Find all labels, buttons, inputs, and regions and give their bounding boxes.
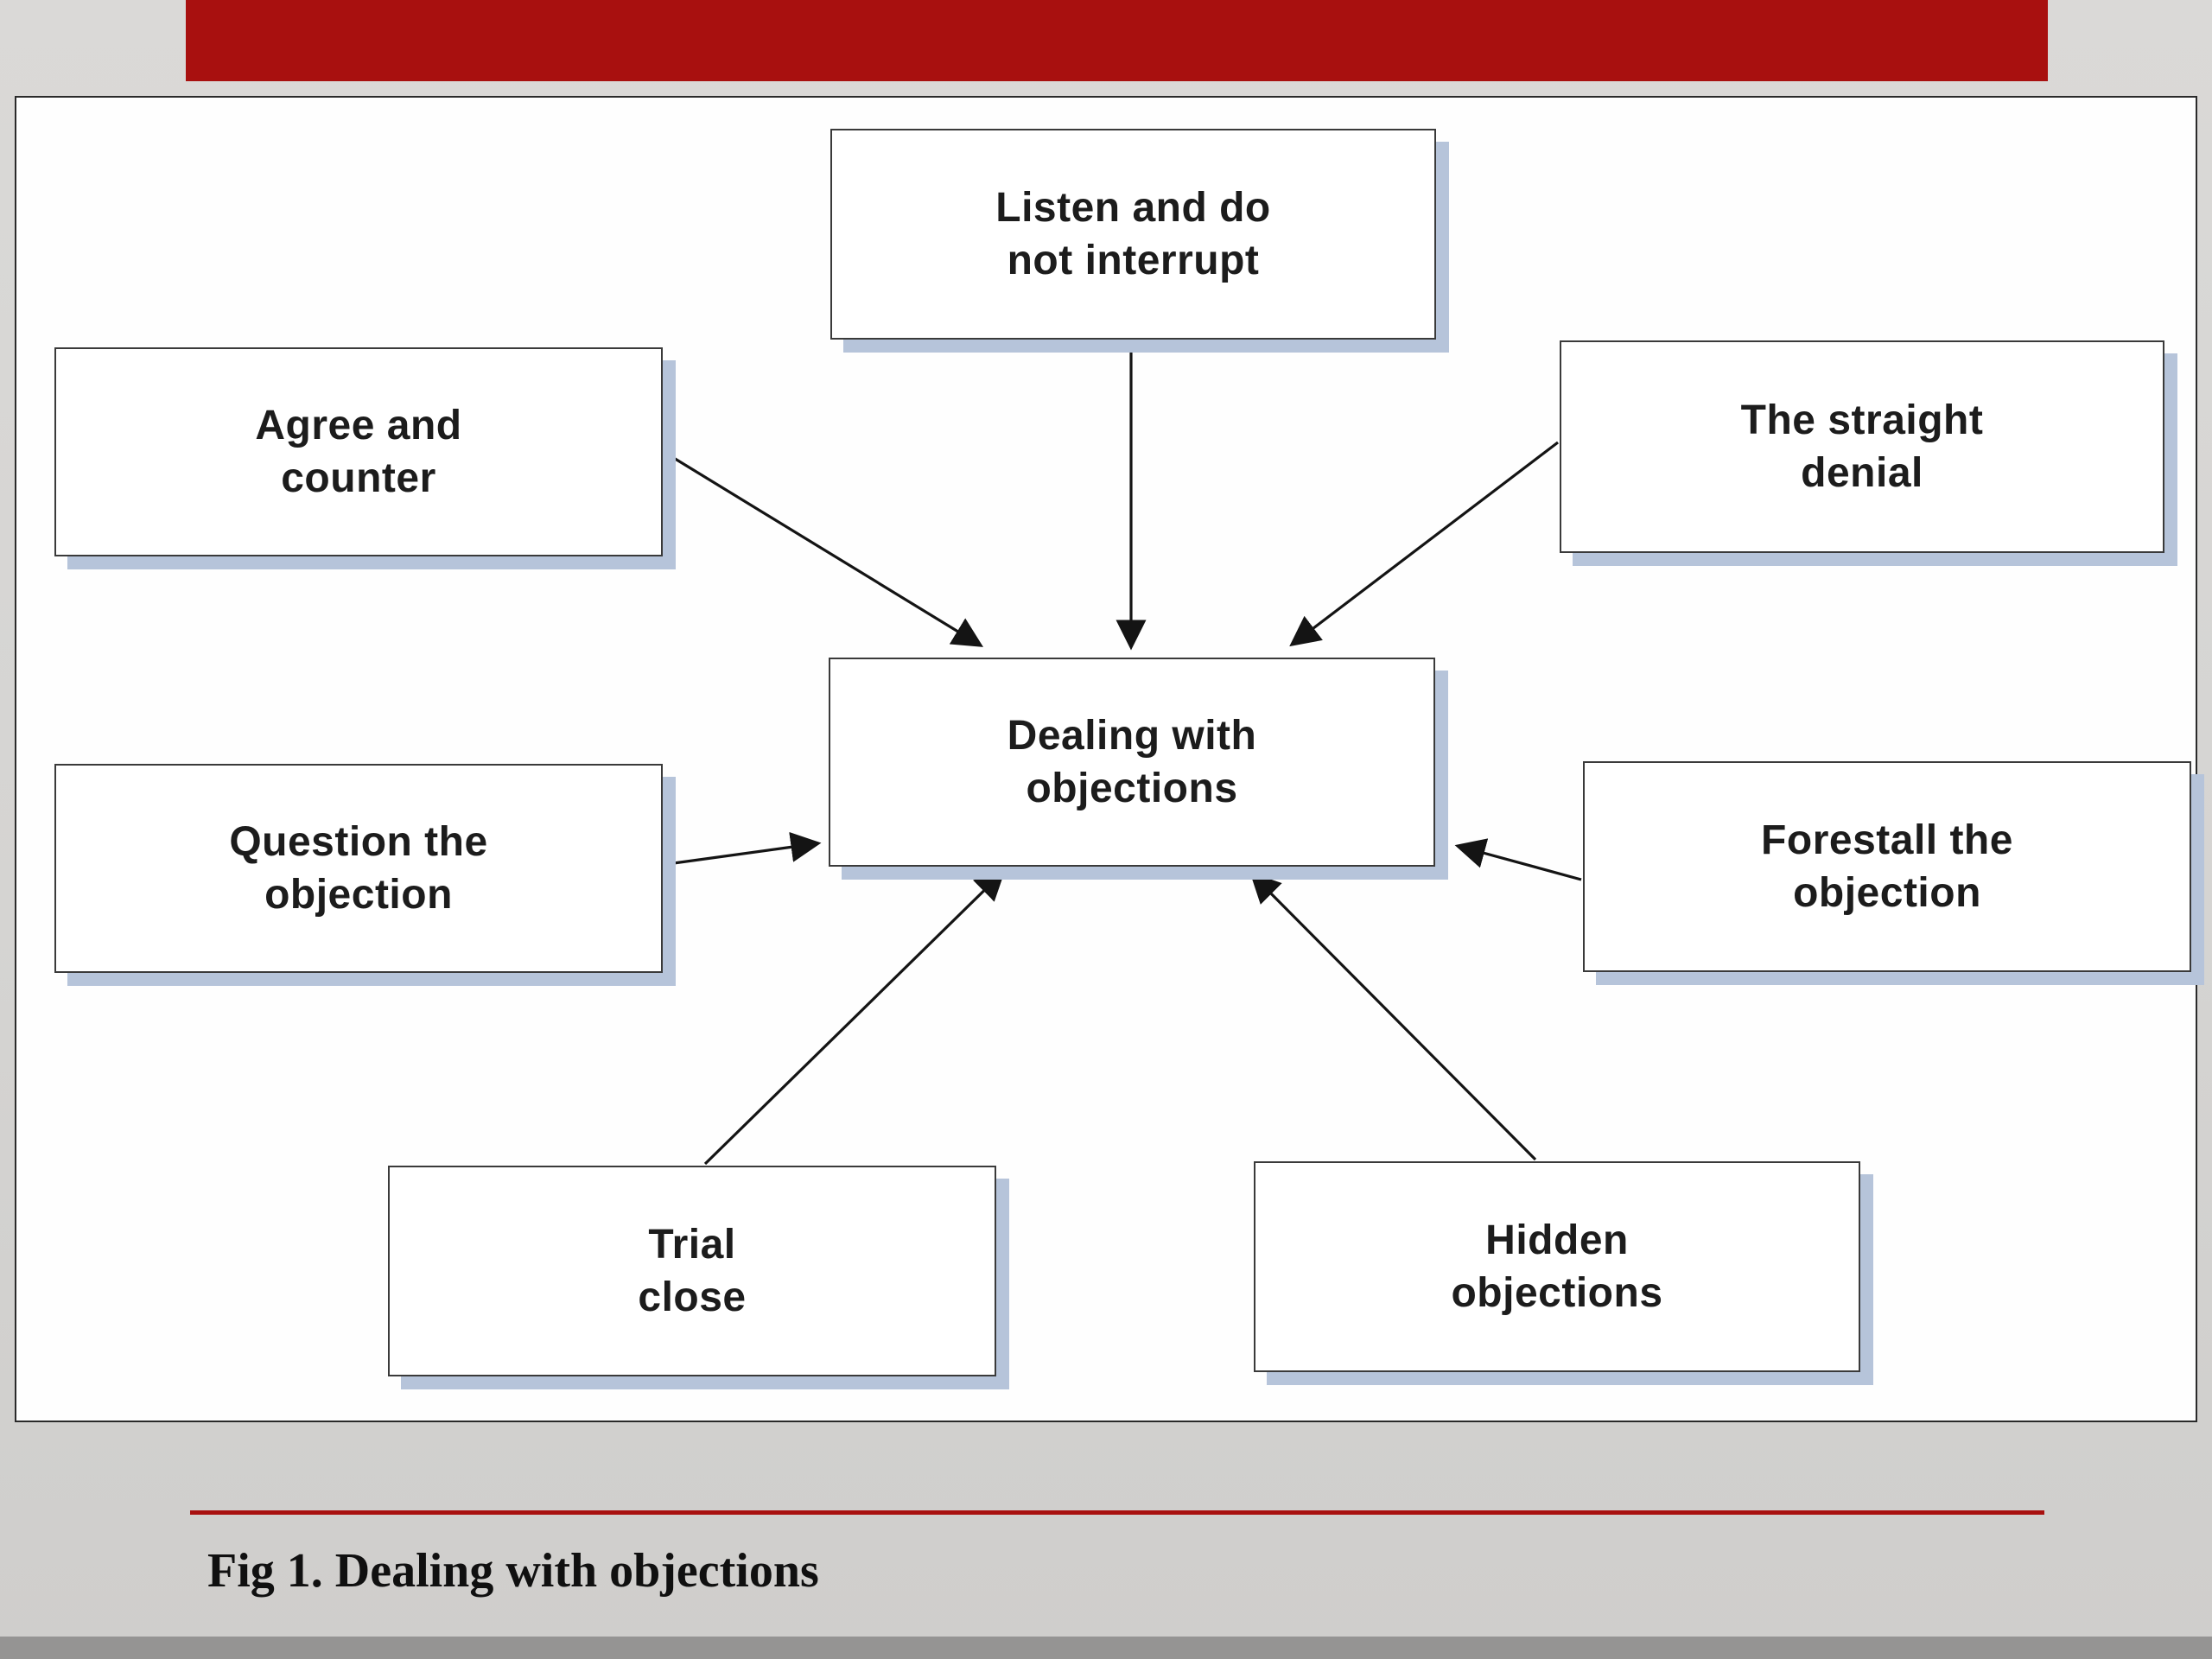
node-label-line: objections xyxy=(1451,1270,1663,1316)
node-label-line: Hidden xyxy=(1485,1217,1629,1263)
node-label-line: Forestall the xyxy=(1761,817,2013,863)
node-label-line: Agree and xyxy=(255,402,462,448)
node-label-line: Dealing with xyxy=(1007,712,1257,759)
caption-rule xyxy=(190,1510,2044,1515)
node-dealing-with-objections-center: Dealing with objections xyxy=(829,658,1435,867)
node-agree-and-counter: Agree and counter xyxy=(54,347,663,556)
node-question-the-objection: Question the objection xyxy=(54,764,663,973)
node-label-line: denial xyxy=(1801,450,1923,496)
node-label-line: objection xyxy=(264,872,453,918)
arrow-straight-denial-to-center xyxy=(1289,441,1559,647)
node-forestall-the-objection: Forestall the objection xyxy=(1583,761,2191,972)
node-label-line: not interrupt xyxy=(1007,238,1260,283)
arrow-trial-close-to-center xyxy=(703,869,1006,1166)
node-label-line: Listen and do xyxy=(995,184,1271,231)
arrow-question-to-center xyxy=(660,831,822,867)
node-label-line: Question the xyxy=(229,818,488,865)
node-hidden-objections: Hidden objections xyxy=(1254,1161,1860,1372)
node-label-line: Trial xyxy=(648,1221,736,1268)
arrow-forestall-to-center xyxy=(1454,838,1582,881)
top-accent-bar xyxy=(186,0,2048,81)
node-label-line: close xyxy=(638,1274,747,1320)
bottom-strip xyxy=(0,1637,2212,1659)
diagram-panel: Listen and do not interrupt Agree and co… xyxy=(15,96,2197,1422)
arrow-agree-to-center xyxy=(660,448,984,647)
node-label-line: objection xyxy=(1793,870,1981,916)
node-listen-and-do-not-interrupt: Listen and do not interrupt xyxy=(830,129,1436,340)
node-label-line: counter xyxy=(281,455,436,501)
node-label-line: objections xyxy=(1026,766,1238,811)
node-the-straight-denial: The straight denial xyxy=(1560,340,2164,553)
node-trial-close: Trial close xyxy=(388,1166,996,1376)
arrow-hidden-to-center xyxy=(1249,872,1537,1161)
figure-caption: Fig 1. Dealing with objections xyxy=(207,1544,819,1598)
node-label-line: The straight xyxy=(1740,397,1984,443)
